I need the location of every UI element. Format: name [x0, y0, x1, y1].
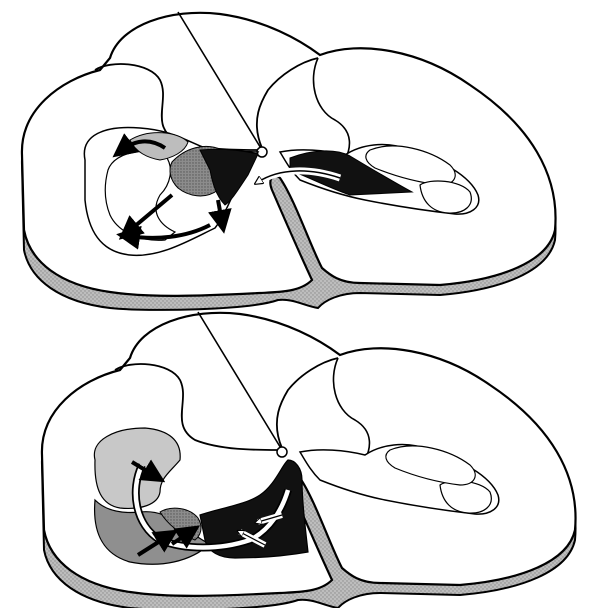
- top-panel: [22, 12, 556, 310]
- bottom-central-canal: [277, 447, 287, 457]
- bottom-panel: [42, 312, 576, 608]
